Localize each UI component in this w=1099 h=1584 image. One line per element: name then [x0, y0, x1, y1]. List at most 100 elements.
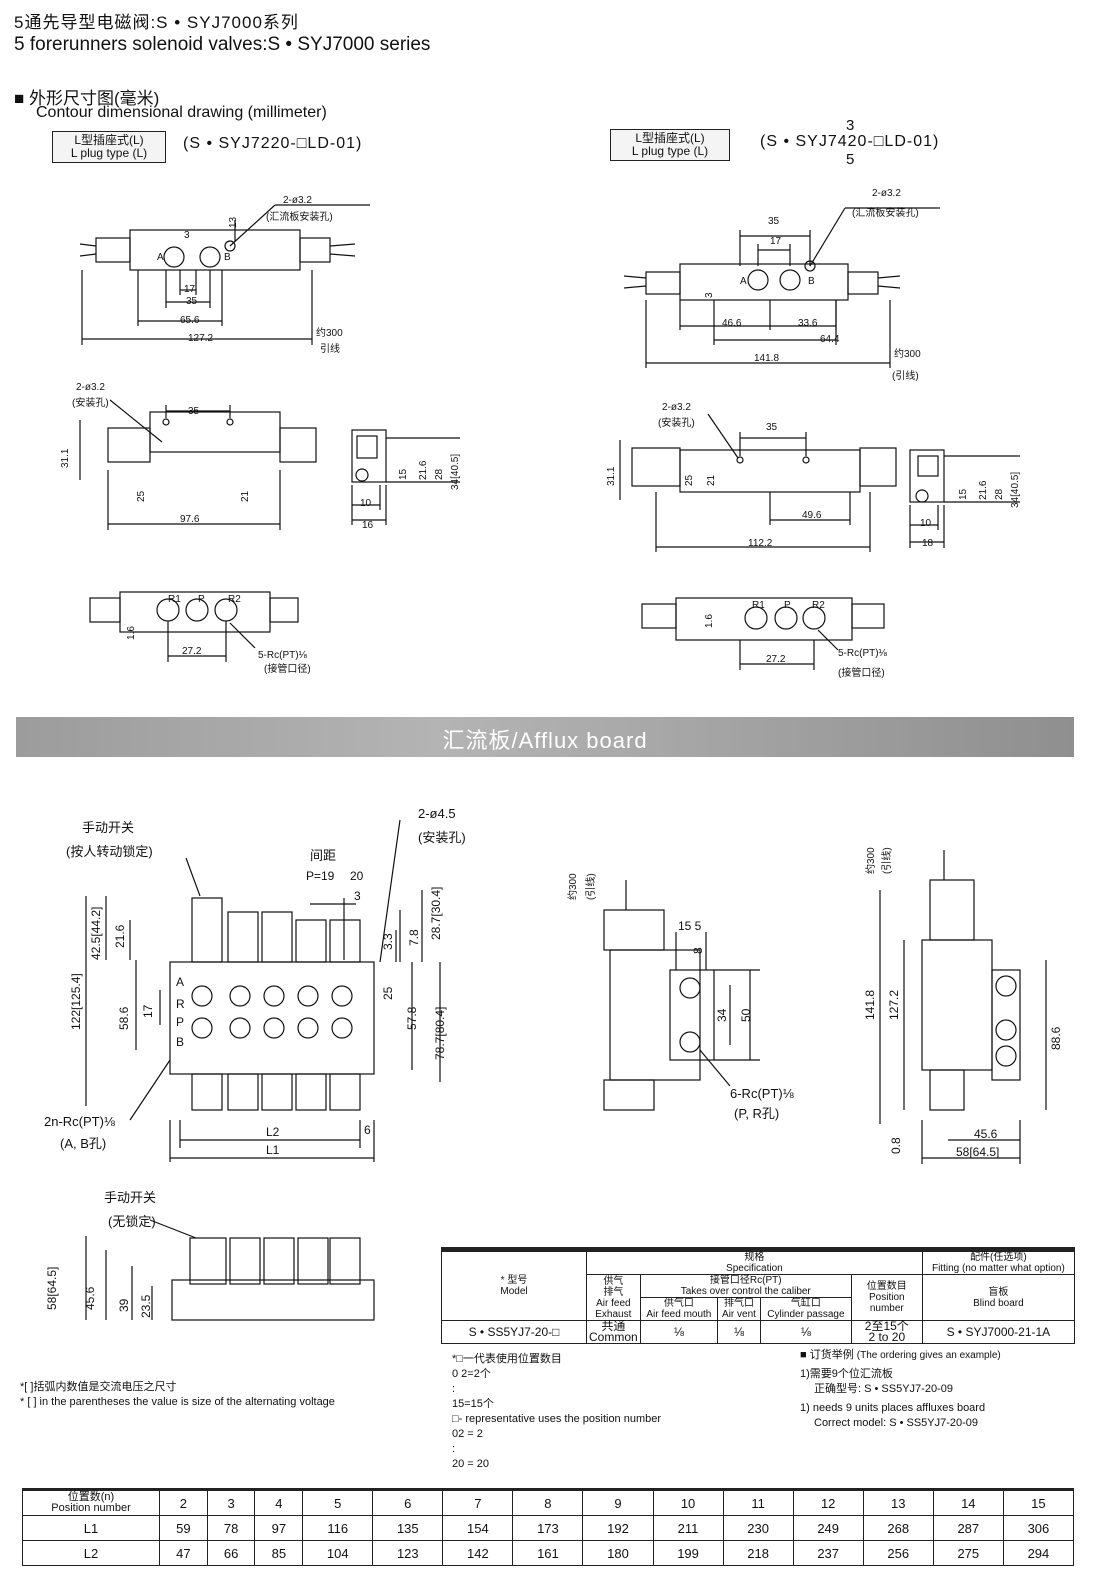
- svg-text:P=19: P=19: [306, 869, 335, 883]
- plug-label-left: L型插座式(L) L plug type (L): [52, 131, 166, 163]
- l2-cell: 66: [206, 1540, 256, 1566]
- note-bracket: *[ ]括弧内数值是交流电压之尺寸 * [ ] in the parenthes…: [20, 1380, 335, 1410]
- spec-row-feed: ⅛: [639, 1320, 719, 1344]
- svg-text:10: 10: [920, 518, 932, 529]
- plug-label-cn: L型插座式(L): [635, 131, 705, 145]
- blind-cn: 盲板: [988, 1286, 1009, 1298]
- position-cell: 9: [582, 1488, 654, 1516]
- model-left: (S • SYJ7220-□LD-01): [183, 135, 363, 152]
- svg-text:(无锁定): (无锁定): [108, 1214, 156, 1229]
- svg-text:2-ø3.2: 2-ø3.2: [76, 382, 105, 393]
- svg-text:13: 13: [228, 216, 239, 228]
- svg-text:R2: R2: [228, 594, 241, 605]
- svg-text:34[40.5]: 34[40.5]: [1010, 472, 1021, 508]
- caliber-en: Takes over control the caliber: [680, 1286, 811, 1297]
- l1-cell: 97: [254, 1515, 304, 1541]
- fitting-head-cn: 配件(任选项): [970, 1252, 1027, 1263]
- svg-text:45.6: 45.6: [974, 1127, 998, 1141]
- l1-cell: 211: [652, 1515, 724, 1541]
- svg-text:20: 20: [350, 869, 364, 883]
- l1-cell: 287: [932, 1515, 1004, 1541]
- section-title-en: Contour dimensional drawing (millimeter): [36, 104, 327, 121]
- svg-text:5-Rc(PT)⅛: 5-Rc(PT)⅛: [258, 650, 308, 661]
- l1-cell: 249: [792, 1515, 864, 1541]
- svg-text:34[40.5]: 34[40.5]: [450, 454, 461, 490]
- svg-text:17: 17: [184, 284, 196, 295]
- l2-cell: 237: [792, 1540, 864, 1566]
- svg-text:57.8: 57.8: [405, 1006, 419, 1030]
- svg-text:(安装孔): (安装孔): [418, 830, 466, 845]
- l2-cell: 218: [722, 1540, 794, 1566]
- svg-text:64.4: 64.4: [820, 334, 840, 345]
- plug-label-en: L plug type (L): [70, 146, 148, 160]
- l1-cell: 116: [302, 1515, 374, 1541]
- svg-text:(P, R孔): (P, R孔): [734, 1106, 779, 1121]
- svg-text:21.6: 21.6: [113, 924, 127, 948]
- svg-text:141.8: 141.8: [863, 990, 877, 1020]
- svg-text:P: P: [198, 594, 205, 605]
- position-cell: 8: [512, 1488, 584, 1516]
- position-cn: 位置数目: [866, 1281, 907, 1292]
- svg-text:B: B: [224, 252, 231, 263]
- l1-cell: 230: [722, 1515, 794, 1541]
- l2-cell: 142: [442, 1540, 514, 1566]
- svg-text:27.2: 27.2: [766, 654, 786, 665]
- plug-label-cn: L型插座式(L): [74, 133, 144, 147]
- spec-head-en: Specification: [726, 1263, 783, 1274]
- svg-text:(接管口径): (接管口径): [264, 662, 311, 675]
- svg-text:39: 39: [117, 1298, 131, 1312]
- spec-model-en: Model: [500, 1286, 528, 1297]
- l1-cell: 192: [582, 1515, 654, 1541]
- svg-text:间距: 间距: [310, 848, 336, 863]
- svg-text:约300: 约300: [864, 847, 877, 874]
- feed-cn: 供气口: [663, 1298, 694, 1309]
- svg-text:6: 6: [364, 1123, 371, 1137]
- common-en: Common: [589, 1330, 638, 1344]
- svg-text:58[64.5]: 58[64.5]: [956, 1145, 999, 1159]
- svg-text:35: 35: [188, 406, 200, 417]
- note-pos-4: 15=15个: [452, 1398, 494, 1410]
- model-right-sup: 3: [846, 117, 855, 134]
- svg-text:约300: 约300: [566, 873, 579, 900]
- l2-cell: 47: [159, 1540, 208, 1566]
- note-position: *□一代表使用位置数目 0 2=2个 : 15=15个 □- represent…: [452, 1352, 661, 1472]
- svg-text:42.5[44.2]: 42.5[44.2]: [89, 907, 103, 960]
- l1-cell: 135: [372, 1515, 444, 1541]
- svg-text:31.1: 31.1: [606, 466, 617, 486]
- svg-text:1.6: 1.6: [126, 626, 137, 640]
- afflux-front-labels: 手动开关 (按人转动锁定) 2-ø4.5 (安装孔) 间距 P=19 20 3 …: [44, 806, 466, 1157]
- position-cell: 14: [932, 1488, 1004, 1516]
- svg-text:49.6: 49.6: [802, 510, 822, 521]
- svg-text:R1: R1: [168, 594, 181, 605]
- model-right-prefix: (S • SYJ74: [760, 133, 848, 150]
- spec-row-vent: ⅛: [717, 1320, 761, 1344]
- note-pos-2: 0 2=2个: [452, 1368, 491, 1380]
- spec-row-model: S • SS5YJ7-20-□: [441, 1320, 587, 1344]
- afflux-banner-label: 汇流板/Afflux board: [442, 728, 648, 753]
- position-header: 位置数(n)Position number: [22, 1488, 160, 1516]
- position-cell: 12: [792, 1488, 864, 1516]
- spec-model-cn: * 型号: [500, 1275, 528, 1286]
- note-order: ■ 订货举例 (The ordering gives an example) 1…: [800, 1348, 1001, 1431]
- exhaust-en: Exhaust: [595, 1308, 632, 1320]
- model-right-sub: 5: [846, 151, 855, 168]
- valve-stack: [191, 897, 361, 1111]
- dims-left: 2-ø3.2 (汇流板安装孔) 13 3 A B 17 35 65.6 127.…: [60, 195, 461, 675]
- position-cell: 10: [652, 1488, 724, 1516]
- svg-text:127.2: 127.2: [887, 990, 901, 1020]
- svg-text:A: A: [176, 975, 184, 989]
- title-en: 5 forerunners solenoid valves:S • SYJ700…: [14, 34, 431, 55]
- drawing-left-valve: 2-ø3.2 (汇流板安装孔) 13 3 A B 17 35 65.6 127.…: [60, 195, 461, 675]
- svg-text:88.6: 88.6: [1049, 1026, 1063, 1050]
- note-pos-1: *□一代表使用位置数目: [452, 1353, 562, 1365]
- svg-text:141.8: 141.8: [754, 353, 779, 364]
- note-order-4: Correct model: S • SS5YJ7-20-09: [814, 1417, 979, 1429]
- svg-text:2-ø3.2: 2-ø3.2: [662, 402, 691, 413]
- svg-text:31.1: 31.1: [60, 448, 71, 468]
- solenoid-left: [95, 237, 131, 263]
- note-order-2: 正确型号: S • SS5YJ7-20-09: [814, 1383, 953, 1395]
- svg-text:0.8: 0.8: [889, 1137, 903, 1154]
- svg-text:2-ø3.2: 2-ø3.2: [283, 195, 312, 206]
- note-pos-5: □- representative uses the position numb…: [452, 1413, 662, 1425]
- cyl-en: Cylinder passage: [767, 1309, 845, 1320]
